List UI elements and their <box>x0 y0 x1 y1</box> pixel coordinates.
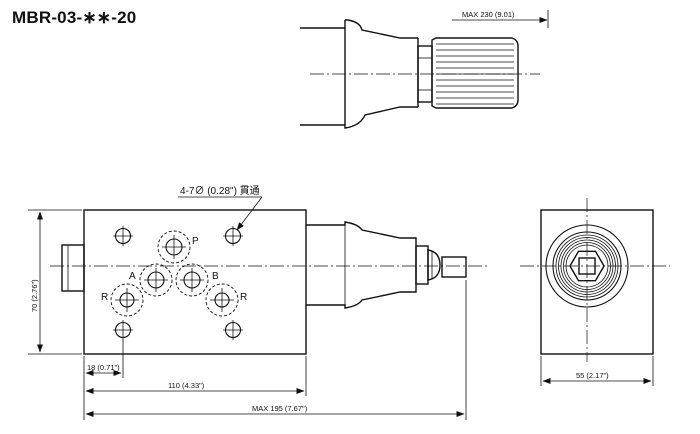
front-adjust-screw <box>441 256 467 278</box>
top-view: MAX 230 (9.01) <box>300 10 549 129</box>
mounting-hole <box>113 320 133 340</box>
callout-holes: 4-7∅ (0.28") 貫通 <box>180 185 260 197</box>
side-view: 55 (2.17") <box>520 198 670 386</box>
dim-label-55: 55 (2.17") <box>576 371 609 380</box>
callout-leader <box>236 196 263 231</box>
port-label-p: P <box>192 236 199 247</box>
front-left-stub <box>61 244 85 292</box>
top-body-top-edge <box>300 20 346 29</box>
front-right-cylinder <box>306 221 417 309</box>
top-knob-knurl <box>436 43 514 105</box>
port-label-r-right: R <box>240 292 247 303</box>
port-p <box>157 230 191 264</box>
dim-label-70: 70 (2.76") <box>30 279 39 312</box>
port-label-r-left: R <box>101 292 108 303</box>
front-lock-nut <box>427 249 441 281</box>
mounting-hole <box>223 226 243 246</box>
top-body-taper <box>345 19 418 39</box>
top-body-taper-bottom <box>300 106 418 129</box>
page-title: MBR-03-∗∗-20 <box>12 8 137 27</box>
front-nut <box>415 245 429 285</box>
port-label-a: A <box>129 271 136 282</box>
mounting-hole <box>223 320 243 340</box>
port-a <box>139 263 173 297</box>
mounting-hole <box>113 226 133 246</box>
dim-label-110: 110 (4.33") <box>168 381 205 390</box>
dim-label-max-195: MAX 195 (7.67") <box>252 404 308 413</box>
dim-label-max-230: MAX 230 (9.01) <box>462 10 515 19</box>
port-b <box>175 263 209 297</box>
side-body <box>540 209 654 355</box>
port-label-b: B <box>212 271 219 282</box>
dim-label-18: 18 (0.71") <box>87 363 120 372</box>
top-knurled-knob <box>431 37 519 109</box>
front-view: P A B R R 4-7∅ (0.28") 貫通 70 (2.76") 18 … <box>28 185 490 420</box>
port-r-left <box>110 283 144 317</box>
port-r-right <box>205 283 239 317</box>
